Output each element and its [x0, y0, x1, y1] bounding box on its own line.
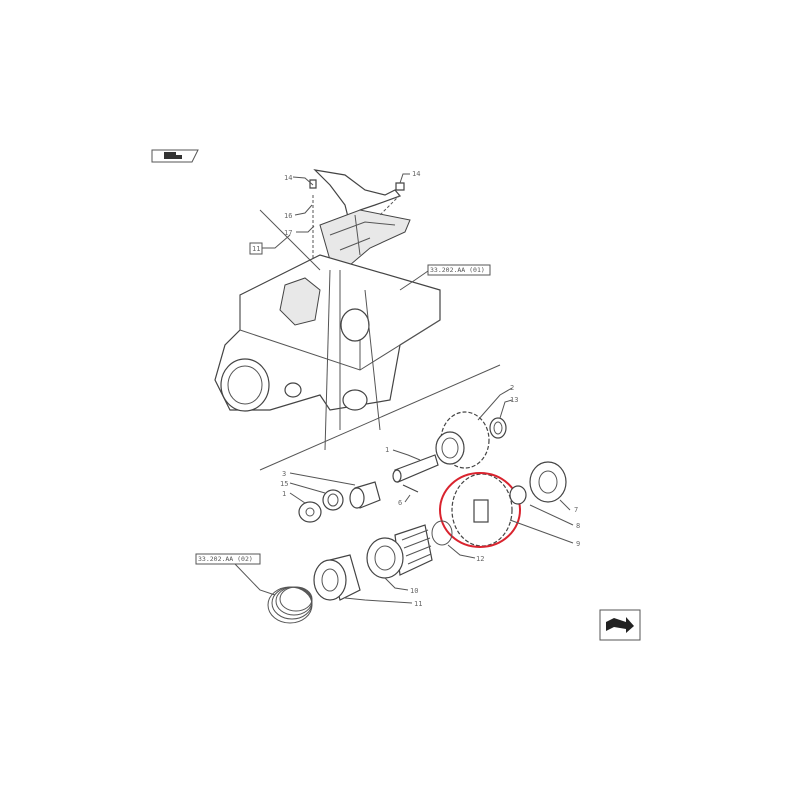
- splined-bushing: [349, 481, 381, 509]
- bearing: [529, 461, 567, 503]
- shaft: [392, 454, 439, 483]
- callout-label: 14: [412, 170, 420, 178]
- callout-label: 2: [510, 384, 514, 392]
- callout-label: 17: [284, 229, 292, 237]
- splined-hub: [366, 524, 433, 579]
- leader-lines: [234, 173, 574, 604]
- washer: [489, 417, 507, 439]
- spacer: [322, 489, 344, 511]
- transmission-housing: [214, 209, 501, 471]
- pin: [402, 484, 419, 493]
- callout-label: 13: [510, 396, 518, 404]
- ref-box-label[interactable]: 33.202.AA (01): [430, 266, 485, 274]
- callout-label: 11: [414, 600, 422, 608]
- washer: [298, 501, 322, 523]
- next-page-arrow-icon[interactable]: [599, 609, 641, 641]
- highlighted-gear: [451, 473, 513, 547]
- callout-label: 15: [280, 480, 288, 488]
- ref-box-label[interactable]: 11: [252, 245, 260, 253]
- upper-gear: [435, 411, 490, 469]
- callout-label: 14: [284, 174, 292, 182]
- ref-box-label[interactable]: 33.202.AA (02): [198, 555, 253, 563]
- callout-label: 8: [576, 522, 580, 530]
- highlight-circle: [439, 472, 521, 548]
- callout-label: 1: [282, 490, 286, 498]
- callout-label: 10: [410, 587, 418, 595]
- callout-label: 6: [398, 499, 402, 507]
- coupler: [313, 554, 361, 601]
- vehicle-icon[interactable]: [151, 149, 199, 163]
- callout-label: 3: [282, 470, 286, 478]
- callout-label: 9: [576, 540, 580, 548]
- callout-label: 7: [574, 506, 578, 514]
- spring: [267, 586, 313, 624]
- snap-ring: [431, 520, 453, 546]
- callout-label: 1: [385, 446, 389, 454]
- callout-label: 16: [284, 212, 292, 220]
- callout-label: 12: [476, 555, 484, 563]
- seal: [509, 485, 527, 505]
